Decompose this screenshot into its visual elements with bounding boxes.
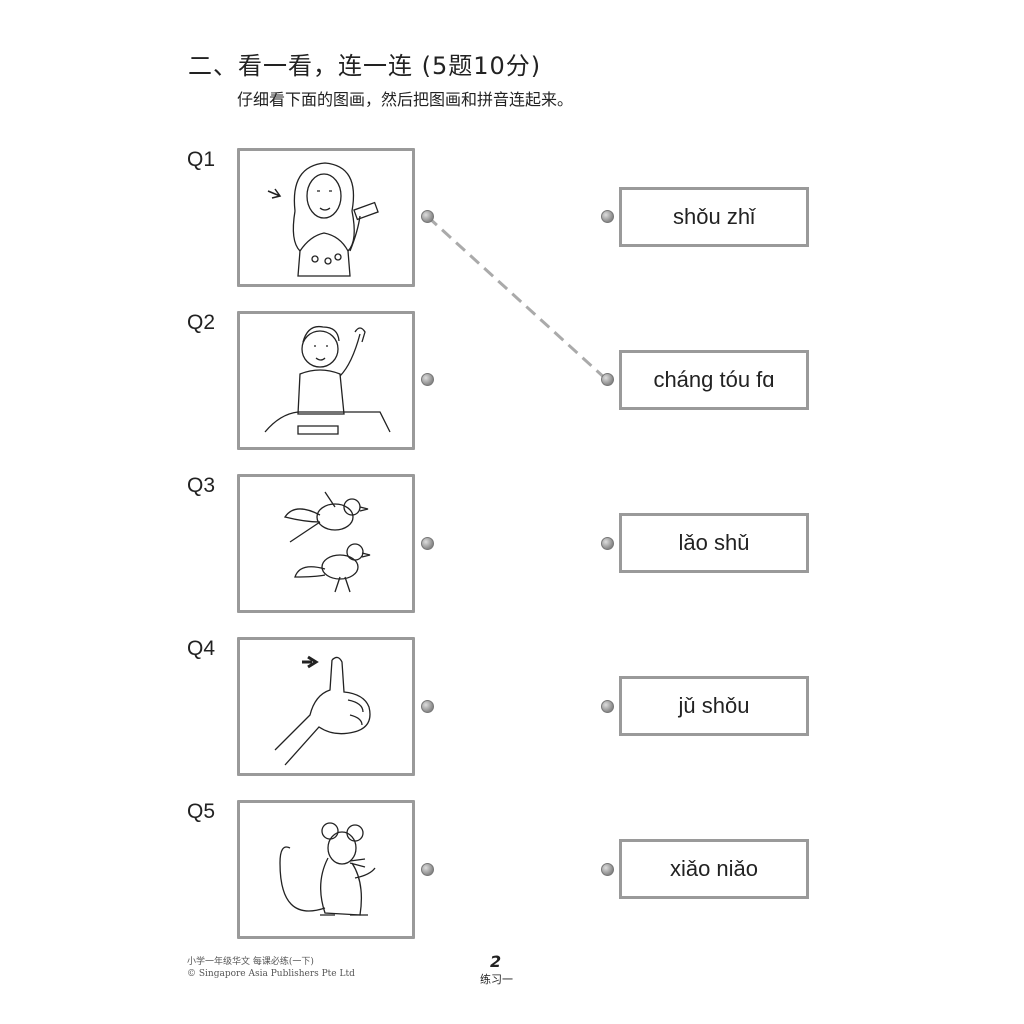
pinyin-box: shǒu zhǐ [619,187,809,247]
section-title: 二、看一看，连一连 (5题10分) [188,52,542,80]
question-label: Q5 [187,800,216,823]
connect-dot-answer-5[interactable] [601,863,614,876]
picture-mouse [237,800,415,939]
connect-dot-answer-4[interactable] [601,700,614,713]
pinyin-box: xiǎo niǎo [619,839,809,899]
book-title: 小学一年级华文 每课必练(一下) [187,957,314,967]
section-name: 练习一 [480,973,513,986]
pinyin-box: lǎo shǔ [619,513,809,573]
connect-dot-answer-3[interactable] [601,537,614,550]
picture-birds [237,474,415,613]
question-label: Q2 [187,311,216,334]
picture-girl-long-hair [237,148,415,287]
question-label: Q3 [187,474,216,497]
question-label: Q1 [187,148,216,171]
footer-info: 小学一年级华文 每课必练(一下) © Singapore Asia Publis… [187,956,355,980]
connect-dot-q4[interactable] [421,700,434,713]
page-number: 2 [490,952,502,971]
picture-boy-raising-hand [237,311,415,450]
question-label: Q4 [187,637,216,660]
connect-dot-q5[interactable] [421,863,434,876]
copyright: © Singapore Asia Publishers Pte Ltd [187,969,355,979]
pinyin-box: cháng tóu fɑ [619,350,809,410]
pinyin-box: jǔ shǒu [619,676,809,736]
connect-dot-q3[interactable] [421,537,434,550]
picture-thumb [237,637,415,776]
connect-dot-q1[interactable] [421,210,434,223]
connect-dot-answer-1[interactable] [601,210,614,223]
connect-dot-q2[interactable] [421,373,434,386]
instruction: 仔细看下面的图画，然后把图画和拼音连起来。 [237,90,574,109]
connect-dot-answer-2[interactable] [601,373,614,386]
